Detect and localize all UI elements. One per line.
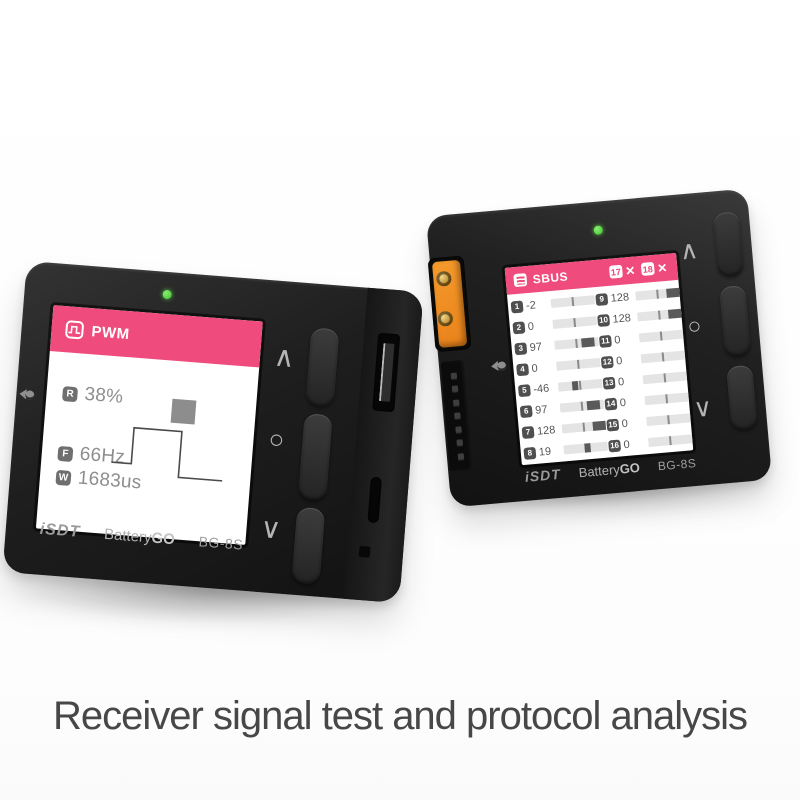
channel-value: 128 (612, 311, 632, 326)
down-button[interactable] (726, 364, 758, 431)
channel-number-badge: 12 (600, 355, 614, 369)
channel-level-bar (563, 441, 608, 455)
channel-value: 0 (613, 333, 621, 347)
channel-level-bar (644, 392, 689, 406)
xt60-connector (427, 255, 472, 353)
pwm-screen-header: PWM (49, 305, 263, 368)
channel-number-badge: 1 (510, 299, 524, 313)
channel-17-badge: 17 (608, 264, 623, 279)
usb-a-port (372, 332, 401, 413)
pwm-screen-title: PWM (90, 322, 131, 343)
channel-number-badge: 7 (521, 425, 535, 439)
lanyard-notch (358, 545, 371, 558)
status-led (593, 225, 604, 235)
left-device-pwm-tester: PWM R 38% F 66Hz W 1683us ∧ ○ ∨ (2, 260, 424, 604)
channel-number-badge: 10 (597, 313, 611, 327)
pwm-screen-body: R 38% F 66Hz W 1683us (36, 351, 259, 545)
down-arrow-glyph: ∨ (692, 392, 714, 423)
channel-value: -2 (525, 298, 537, 312)
channel-number-badge: 15 (606, 418, 620, 432)
pwm-screen: PWM R 38% F 66Hz W 1683us (35, 305, 263, 545)
channel-number-badge: 3 (514, 341, 528, 355)
caption: Receiver signal test and protocol analys… (53, 694, 748, 738)
channel-value: 0 (527, 320, 535, 333)
channel-number-badge: 5 (517, 383, 531, 397)
channel-level-bar (646, 413, 691, 427)
down-arrow-glyph: ∨ (259, 511, 283, 546)
channel-value: 0 (531, 361, 539, 375)
channel-level-bar (559, 399, 605, 413)
rate-badge-icon: R (62, 385, 79, 402)
isdt-logo: iSDT (524, 465, 562, 485)
x-mark-icon: ✕ (656, 260, 668, 276)
down-button[interactable] (291, 506, 326, 585)
channel-number-badge: 2 (512, 320, 526, 334)
bezel-arrow-icon (19, 388, 35, 400)
channel-value: 97 (529, 340, 543, 354)
up-arrow-glyph: ∧ (272, 339, 296, 375)
channel-value: 0 (619, 396, 627, 409)
channel-value: 0 (623, 438, 631, 451)
model-number: BG-8S (198, 533, 244, 553)
isdt-logo: iSDT (39, 520, 81, 541)
channel-number-badge: 6 (519, 404, 533, 418)
channel-value: -46 (532, 382, 550, 396)
sbus-protocol-icon (513, 273, 528, 288)
up-button[interactable] (305, 327, 340, 408)
pwm-waveform-graphic (111, 426, 223, 482)
x-mark-icon: ✕ (624, 263, 636, 278)
channel-number-badge: 8 (523, 446, 537, 460)
up-arrow-glyph: ∧ (678, 235, 700, 266)
channel-value: 0 (615, 354, 623, 368)
channel-level-bar (638, 329, 684, 343)
channel-number-badge: 16 (608, 439, 622, 453)
model-number: BG-8S (657, 455, 697, 474)
status-led (162, 289, 172, 300)
product-name: BatteryGO (578, 459, 641, 481)
enter-circle-glyph: ○ (686, 313, 703, 341)
channel-level-bar (561, 420, 607, 434)
frequency-badge-icon: F (57, 445, 74, 462)
channel-number-badge: 14 (604, 397, 618, 411)
channel-number-badge: 9 (595, 292, 609, 306)
channel-level-bar (550, 295, 596, 309)
channel-value: 19 (538, 445, 552, 459)
channel-level-bar (640, 350, 686, 364)
up-button[interactable] (712, 211, 745, 278)
channel-level-bar (642, 371, 688, 385)
channel-level-bar (648, 434, 693, 448)
channel-number-badge: 11 (598, 334, 612, 348)
enter-circle-glyph: ○ (267, 424, 286, 456)
channel-level-bar (557, 378, 603, 392)
channel-number-badge: 4 (516, 362, 530, 376)
sbus-screen-title: SBUS (532, 268, 569, 286)
channel-level-bar (554, 337, 599, 350)
channel-level-bar (552, 316, 597, 329)
pulse-width-badge-icon: W (55, 469, 72, 486)
channel-level-bar (635, 287, 680, 301)
channel-18-badge: 18 (640, 261, 655, 276)
channel-level-bar (556, 357, 601, 371)
channel-number-badge: 13 (602, 376, 616, 390)
enter-button[interactable] (719, 285, 752, 358)
channel-value: 97 (534, 403, 548, 417)
micro-usb-port (367, 476, 382, 524)
channel-value: 0 (621, 417, 629, 430)
channel-value: 128 (610, 290, 630, 305)
failsafe-badges: 17 ✕ 18 ✕ (608, 260, 673, 279)
channel-value: 128 (536, 423, 556, 438)
enter-button[interactable] (298, 413, 333, 502)
bezel-arrow-icon (490, 360, 507, 372)
pwm-wave-icon (64, 320, 85, 340)
channel-level-bar (637, 308, 682, 322)
channel-value: 0 (617, 375, 625, 388)
